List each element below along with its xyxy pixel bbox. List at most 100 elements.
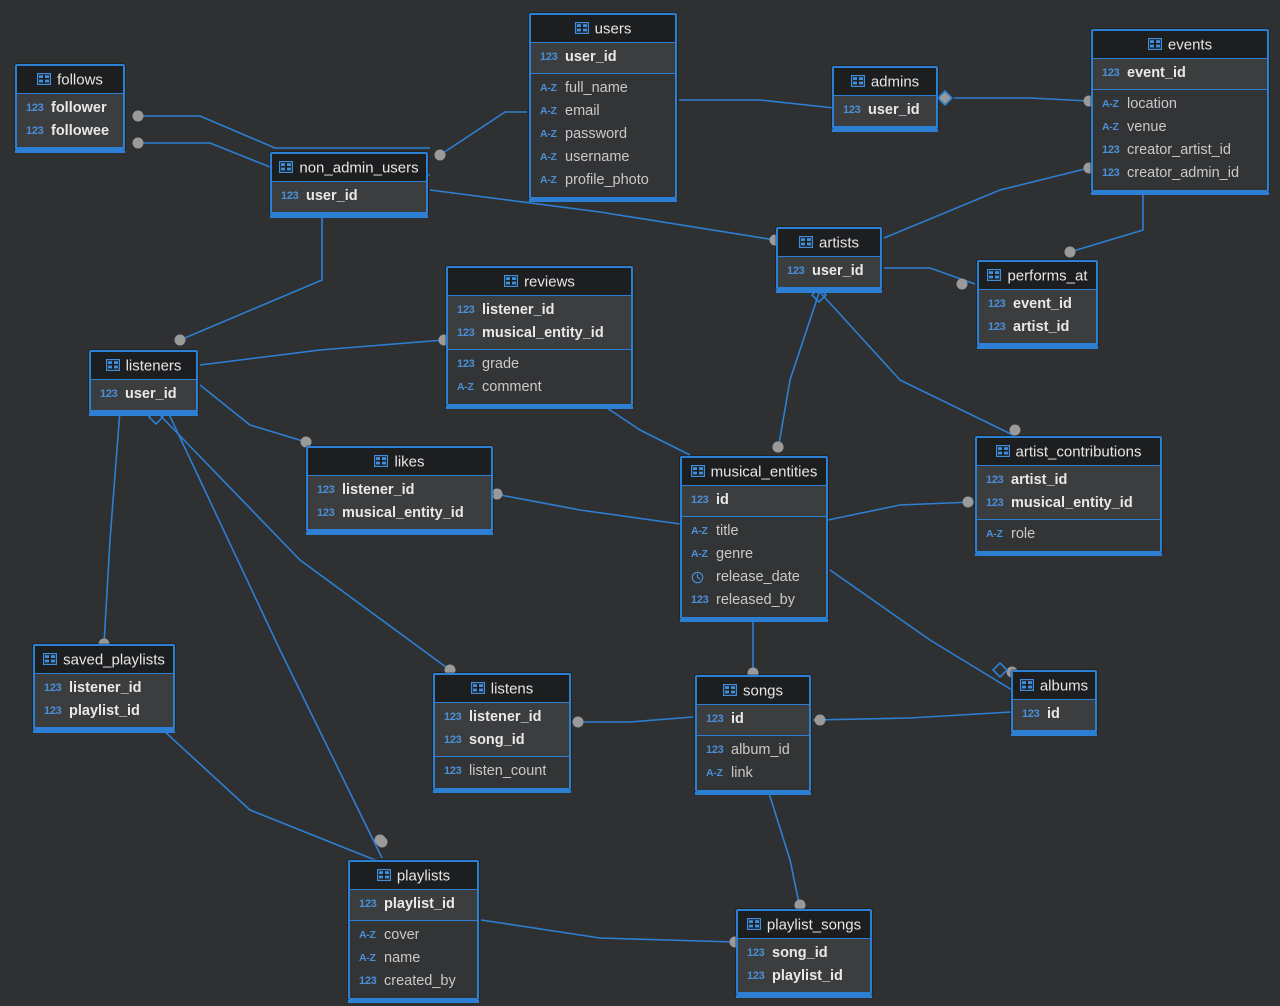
table-header-listeners[interactable]: listeners — [91, 352, 196, 380]
table-header-follows[interactable]: follows — [17, 66, 123, 94]
table-header-listens[interactable]: listens — [435, 675, 569, 703]
table-header-playlists[interactable]: playlists — [350, 862, 477, 890]
column-name-label: user_id — [812, 263, 864, 279]
table-header-likes[interactable]: likes — [308, 448, 491, 476]
column-name-label: id — [731, 711, 744, 727]
type-text-badge: A-Z — [540, 128, 557, 140]
table-header-reviews[interactable]: reviews — [448, 268, 631, 296]
table-header-songs[interactable]: songs — [697, 677, 809, 705]
edge-events-to-performs_at — [1069, 186, 1144, 253]
edge-playlists-to-playlist_songs — [480, 919, 736, 943]
table-grid-icon — [374, 453, 394, 470]
edge-follows-to-non_admin_users — [138, 115, 430, 149]
type-number-badge: 123 — [457, 358, 475, 370]
table-header-musical_entities[interactable]: musical_entities — [682, 458, 826, 486]
table-header-events[interactable]: events — [1093, 31, 1267, 59]
table-grid-icon — [470, 680, 491, 697]
table-header-non_admin_users[interactable]: non_admin_users — [272, 154, 426, 182]
column-name-label: full_name — [565, 80, 628, 96]
column-row-musical_entities-release_date[interactable]: release_date — [682, 566, 826, 589]
table-header-playlist_songs[interactable]: playlist_songs — [738, 911, 870, 939]
table-header-albums[interactable]: albums — [1013, 672, 1095, 700]
table-header-saved_playlists[interactable]: saved_playlists — [35, 646, 173, 674]
type-number-badge: 123 — [747, 947, 765, 959]
table-name-label: albums — [1039, 677, 1089, 695]
table-header-artists[interactable]: artists — [778, 229, 880, 257]
table-name-label: artists — [818, 234, 859, 252]
table-header-performs_at[interactable]: performs_at — [979, 262, 1096, 290]
table-header-admins[interactable]: admins — [834, 68, 936, 96]
table-header-artist_contributions[interactable]: artist_contributions — [977, 438, 1160, 466]
table-header-users[interactable]: users — [531, 15, 675, 43]
edge-musical_entities-to-artist_contributions — [827, 501, 974, 521]
